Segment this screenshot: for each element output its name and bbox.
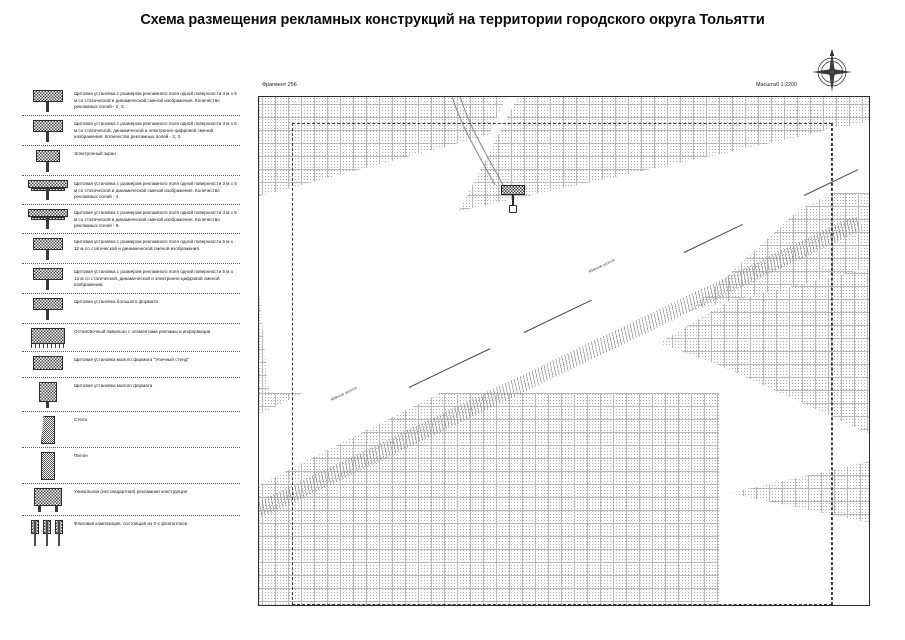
billboard-3x6-icon xyxy=(22,89,74,112)
map-right-dashed-line xyxy=(832,123,833,605)
map-scale-label: Масштаб 1:2200 xyxy=(756,82,798,88)
map-canvas[interactable]: Южное шоссе Южное шоссе xyxy=(258,96,870,606)
legend-item: Щитовая установка большого формата xyxy=(22,294,240,324)
legend-item: Стела xyxy=(22,412,240,448)
legend-item-label: Щитовая установка малого формата xyxy=(74,382,153,388)
billboard-3x6-digital-icon xyxy=(22,119,74,142)
legend-item-label: Щитовая установка большого формата xyxy=(74,298,158,304)
stela-icon xyxy=(22,415,74,444)
map-inner-frame xyxy=(292,123,832,605)
flag-composition-icon xyxy=(22,519,74,546)
small-format-street-stand-icon xyxy=(22,355,74,370)
map-ramp-curve xyxy=(429,97,509,188)
legend-item-label: Стела xyxy=(74,416,88,422)
electronic-screen-icon xyxy=(22,149,74,172)
legend-item: Щитовая установка с размером рекламного … xyxy=(22,116,240,146)
map-fragment-label: Фрагмент 256 xyxy=(262,82,297,88)
legend-item: Щитовая установка с размером рекламного … xyxy=(22,205,240,234)
legend-item-label: Щитовая установка малого формата "Уличны… xyxy=(74,356,189,362)
legend-item: Электронный экран xyxy=(22,146,240,176)
legend-item: Щитовая установка малого формата "Уличны… xyxy=(22,352,240,378)
legend-item: Уникальная (нестандартная) рекламная кон… xyxy=(22,484,240,516)
billboard-5x12-digital-icon xyxy=(22,267,74,290)
legend-item-label: Щитовая установка с размером рекламного … xyxy=(74,181,237,200)
billboard-3x6-four-fields-icon xyxy=(22,179,74,200)
legend-item-label: Щитовая установка с размером рекламного … xyxy=(74,238,234,251)
legend-item-label: Уникальная (нестандартная) рекламная кон… xyxy=(74,488,188,494)
unique-construction-icon xyxy=(22,487,74,512)
billboard-large-format-icon xyxy=(22,297,74,320)
legend-item-label: Щитовая установка с размером рекламного … xyxy=(74,268,234,288)
billboard-marker-icon[interactable] xyxy=(501,185,525,213)
legend-panel: Щитовая установка с размером рекламного … xyxy=(22,86,240,549)
legend-item: Щитовая установка с размером рекламного … xyxy=(22,86,240,116)
small-format-billboard-icon xyxy=(22,381,74,408)
legend-item: Щитовая установка малого формата xyxy=(22,378,240,412)
bus-stop-pavilion-icon xyxy=(22,327,74,348)
billboard-3x6-nine-fields-icon xyxy=(22,208,74,229)
legend-item: Остановочный павильон с элементами рекла… xyxy=(22,324,240,352)
legend-item-label: Пилон xyxy=(74,452,88,458)
compass-rose-icon xyxy=(806,46,858,98)
legend-item-label: Щитовая установка с размером рекламного … xyxy=(74,91,237,110)
legend-item: Щитовая установка с размером рекламного … xyxy=(22,264,240,294)
legend-item-label: Остановочный павильон с элементами рекла… xyxy=(74,328,211,334)
legend-item-label: Флаговая композиция, состоящая из 3-х фл… xyxy=(74,520,188,526)
legend-item-label: Щитовая установка с размером рекламного … xyxy=(74,209,237,229)
legend-item: Флаговая композиция, состоящая из 3-х фл… xyxy=(22,516,240,549)
pylon-icon xyxy=(22,451,74,480)
legend-item: Щитовая установка с размером рекламного … xyxy=(22,234,240,264)
page-title: Схема размещения рекламных конструкций н… xyxy=(140,12,765,28)
legend-item-label: Щитовая установка с размером рекламного … xyxy=(74,121,237,140)
legend-item: Щитовая установка с размером рекламного … xyxy=(22,176,240,205)
legend-item-label: Электронный экран xyxy=(74,151,116,156)
legend-item: Пилон xyxy=(22,448,240,484)
billboard-5x12-icon xyxy=(22,237,74,260)
